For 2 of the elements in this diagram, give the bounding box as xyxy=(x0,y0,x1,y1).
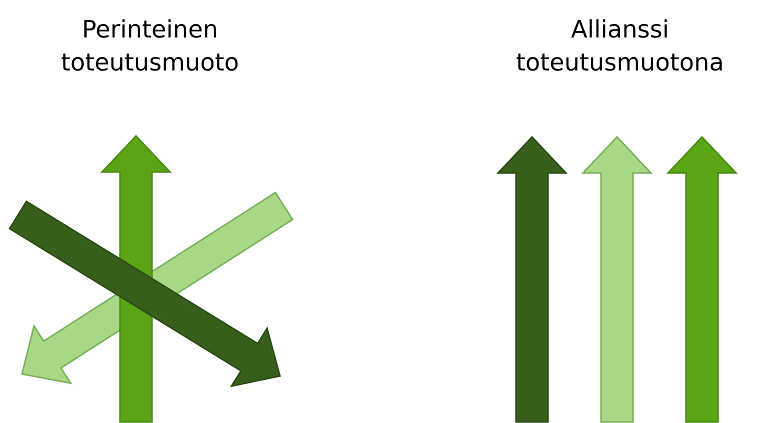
heading: Perinteinen toteutusmuoto xyxy=(62,19,238,71)
heading: Allianssi toteutusmuotona xyxy=(516,19,722,71)
